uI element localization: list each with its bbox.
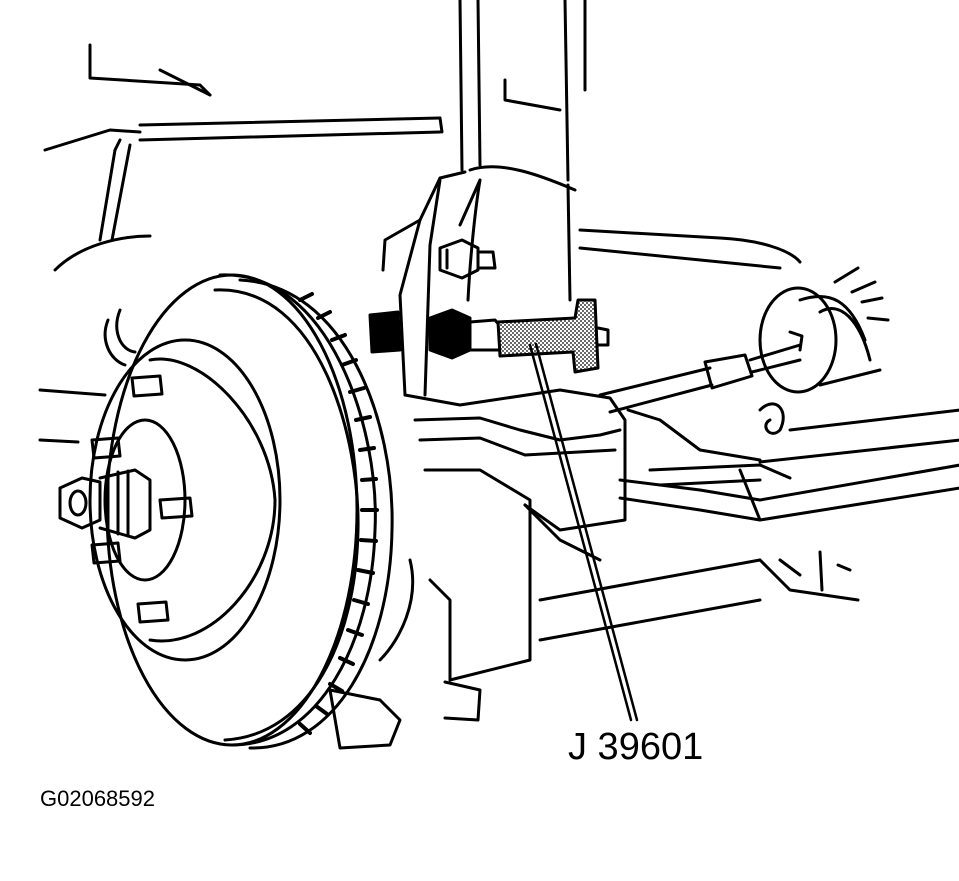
fender-outline: [43, 43, 444, 272]
j39601-tool: [496, 298, 610, 374]
lower-bolt: [368, 308, 502, 360]
strut-tube: [458, 0, 587, 302]
wheel-studs: [90, 374, 194, 624]
rotor-vanes: [298, 292, 379, 735]
tool-callout-label: J 39601: [568, 726, 704, 768]
tie-rod-boot: [758, 266, 890, 394]
caliper-ear: [38, 308, 137, 444]
leader-line: [528, 342, 639, 722]
tie-rod: [598, 343, 802, 414]
steering-knuckle: [328, 388, 762, 750]
upper-bolt: [438, 238, 497, 280]
figure-id-label: G02068592: [40, 786, 155, 811]
frame-rail: [578, 228, 802, 270]
lower-control-arm: [618, 402, 959, 602]
wheel-hub: [88, 338, 282, 662]
strut-bracket: [381, 170, 482, 397]
spindle-nut: [58, 468, 152, 540]
